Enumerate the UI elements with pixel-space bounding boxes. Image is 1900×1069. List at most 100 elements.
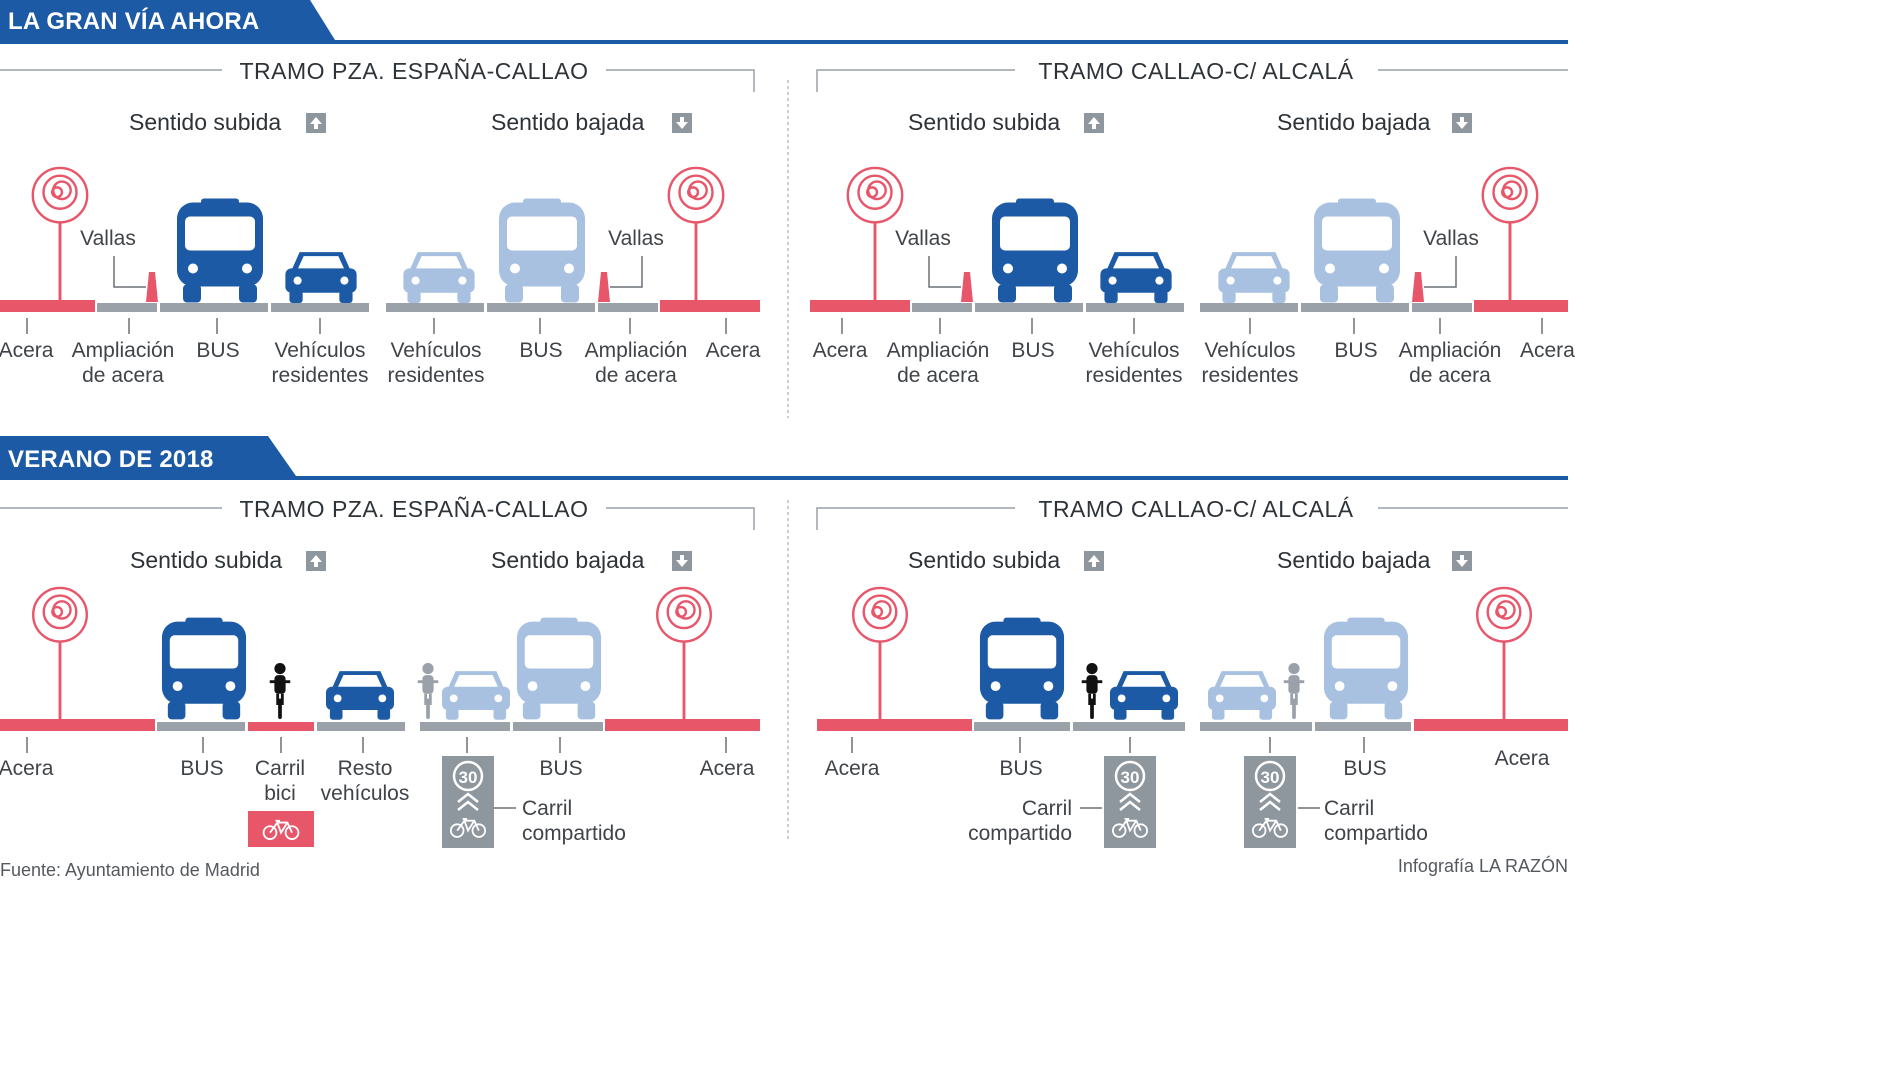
tree-icon [1475, 586, 1533, 720]
header-band-2018 [0, 436, 1568, 480]
tree-icon [1481, 166, 1539, 302]
car-icon [326, 671, 394, 720]
bus-icon [979, 617, 1065, 720]
tree-icon [667, 166, 725, 302]
lane-label: Vehículos residentes [271, 339, 369, 387]
arrow-down-icon [672, 551, 692, 571]
lane-label: Vehículos residentes [1201, 339, 1299, 387]
lane-label: Resto vehículos [320, 757, 410, 805]
lane-label: Carril compartido [1324, 797, 1428, 845]
car-icon [442, 671, 510, 720]
direction-down-label: Sentido bajada [491, 547, 645, 573]
fence-callout: Vallas [608, 227, 664, 250]
fence-callout: Vallas [1423, 227, 1479, 250]
header-2018: VERANO DE 2018 [8, 446, 214, 473]
cyclist-icon [268, 662, 292, 720]
car-icon [1110, 671, 1178, 720]
section-title: TRAMO CALLAO-C/ ALCALÁ [1038, 58, 1354, 84]
bus-icon [161, 617, 247, 720]
tree-icon [851, 586, 909, 720]
bike-lane-sign [248, 811, 314, 847]
section-title: TRAMO PZA. ESPAÑA-CALLAO [239, 496, 589, 522]
fence-callout: Vallas [895, 227, 951, 250]
direction-up-label: Sentido subida [908, 109, 1061, 135]
source-note: Fuente: Ayuntamiento de Madrid [0, 860, 260, 880]
header-now: LA GRAN VÍA AHORA [8, 8, 260, 35]
direction-down-label: Sentido bajada [491, 109, 645, 135]
direction-down-label: Sentido bajada [1277, 109, 1431, 135]
direction-up-label: Sentido subida [129, 109, 282, 135]
arrow-down-icon [1452, 113, 1472, 133]
arrow-down-icon [1452, 551, 1472, 571]
fence-icon [598, 272, 610, 302]
lane-label: Vehículos residentes [1085, 339, 1183, 387]
lane-label: BUS [999, 757, 1043, 780]
lane-label: Ampliación de acera [886, 339, 990, 387]
lane-label: Vehículos residentes [387, 339, 485, 387]
arrow-up-icon [1084, 113, 1104, 133]
lane-label: Acera [0, 339, 54, 362]
bus-icon [499, 198, 585, 303]
road-2018-left [0, 719, 760, 731]
fence-icon [1412, 272, 1424, 302]
section-title: TRAMO PZA. ESPAÑA-CALLAO [239, 58, 589, 84]
lane-label: Carril compartido [522, 797, 626, 845]
arrow-up-icon [306, 551, 326, 571]
road-now-right [810, 300, 1568, 312]
bus-icon [1323, 617, 1409, 720]
bus-icon [516, 617, 602, 720]
lane-label: BUS [539, 757, 583, 780]
lane-label: BUS [180, 757, 224, 780]
lane-label: Acera [1520, 339, 1575, 362]
fence-callout: Vallas [80, 227, 136, 250]
header-band-now [0, 0, 1568, 44]
lane-label: Acera [824, 757, 880, 780]
lane-label: BUS [1343, 757, 1387, 780]
car-icon [403, 252, 475, 303]
lane-label: BUS [196, 339, 240, 362]
cyclist-icon [416, 662, 440, 720]
car-icon [1218, 252, 1290, 303]
callout-lines [26, 256, 727, 334]
fence-icon [961, 272, 973, 302]
infographic: 30 [0, 0, 1575, 885]
direction-up-label: Sentido subida [908, 547, 1061, 573]
lane-label: Acera [1494, 747, 1550, 770]
car-icon [285, 252, 357, 303]
shared-lane-sign-icon [442, 756, 494, 848]
bus-icon [1314, 198, 1400, 303]
car-icon [1208, 671, 1276, 720]
arrow-up-icon [1084, 551, 1104, 571]
lane-label: Carril compartido [968, 797, 1072, 845]
shared-lane-sign-icon [1244, 756, 1296, 848]
tree-icon [31, 586, 89, 720]
callout-lines [26, 737, 727, 809]
direction-down-label: Sentido bajada [1277, 547, 1431, 573]
bus-icon [992, 198, 1078, 303]
lane-label: Carril bici [254, 757, 306, 805]
lane-label: BUS [519, 339, 563, 362]
arrow-up-icon [306, 113, 326, 133]
cyclist-icon [1080, 662, 1104, 720]
lane-label: Ampliación de acera [584, 339, 688, 387]
lane-label: Acera [812, 339, 868, 362]
lane-label: BUS [1334, 339, 1378, 362]
callout-lines [841, 256, 1543, 334]
bus-icon [177, 198, 263, 303]
cyclist-icon [1282, 662, 1306, 720]
infographic-graphics: 30 [0, 0, 1568, 885]
section-title: TRAMO CALLAO-C/ ALCALÁ [1038, 496, 1354, 522]
lane-label: Acera [705, 339, 761, 362]
fence-icon [146, 272, 158, 302]
tree-icon [846, 166, 904, 302]
car-icon [1100, 252, 1172, 303]
section-brackets [0, 69, 1568, 530]
road-now-left [0, 300, 760, 312]
tree-icon [31, 166, 89, 302]
tree-icon [655, 586, 713, 720]
direction-up-label: Sentido subida [130, 547, 283, 573]
road-2018-right [817, 719, 1568, 731]
lane-label: Ampliación de acera [71, 339, 175, 387]
lane-label: BUS [1011, 339, 1055, 362]
arrow-down-icon [672, 113, 692, 133]
